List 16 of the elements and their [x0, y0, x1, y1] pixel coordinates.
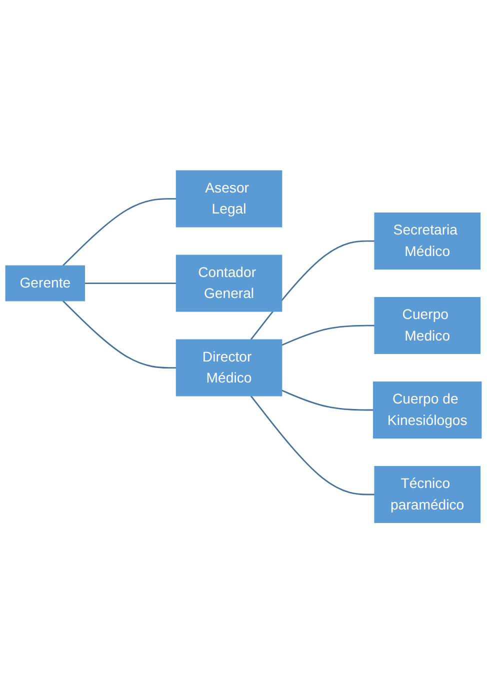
node-box [176, 254, 282, 312]
node-box [374, 466, 481, 523]
connector [62, 198, 176, 266]
node-box [374, 212, 481, 270]
node-box [176, 170, 282, 228]
connector [250, 240, 375, 340]
org-chart-diagram: Gerente Asesor Legal Contador General Director Médico Secretaria Médico Cuerpo Medico Cuerpo de Kinesiólogos Técnico paramédico [0, 164, 487, 528]
connector [84, 282, 176, 284]
connector [282, 390, 374, 411]
node-box [374, 296, 481, 354]
node-box [373, 381, 482, 438]
connector [282, 324, 375, 346]
node-box [176, 339, 282, 396]
connector [250, 395, 375, 496]
node-box [5, 265, 86, 302]
connector [62, 300, 176, 368]
